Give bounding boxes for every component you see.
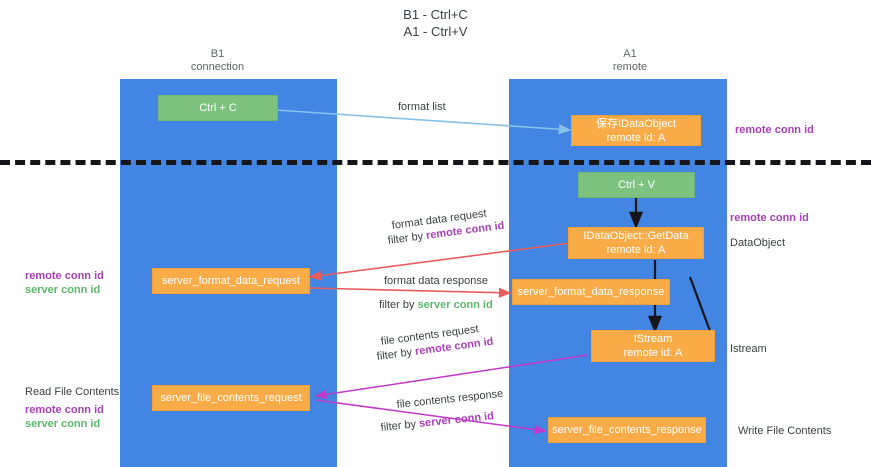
node-istream-line1: IStream — [633, 333, 673, 345]
node-ctrl-v[interactable]: Ctrl + V — [578, 172, 695, 198]
edge-format-data-response — [309, 287, 512, 298]
annotation-right-write-file-contents: Write File Contents — [738, 425, 832, 437]
node-getdata-line2: remote id: A — [606, 244, 666, 256]
node-save-idataobject[interactable]: 保存IDataObject remote id: A — [571, 115, 701, 146]
node-save-idataobject-line2: remote id: A — [606, 131, 666, 144]
annotation-right-dataobject: DataObject — [730, 237, 786, 249]
edge-label-format-list-text: format list — [398, 101, 446, 113]
node-istream[interactable]: IStream remote id: A — [591, 330, 715, 362]
filter-by-text-4: filter by — [380, 417, 420, 434]
node-ctrl-v-label: Ctrl + V — [618, 179, 655, 191]
filter-by-text-3: filter by — [376, 345, 416, 363]
lane-header-a1: A1 remote — [535, 48, 725, 74]
annotation-right-istream: Istream — [730, 343, 767, 355]
annotation-left-remote-conn-id-2: remote conn id — [25, 404, 104, 416]
node-server-file-contents-request[interactable]: server_file_contents_request — [152, 385, 310, 411]
annotation-right-remote-conn-id-top: remote conn id — [735, 124, 814, 136]
server-conn-id-key-1: server conn id — [417, 299, 493, 311]
node-istream-line2: remote id: A — [623, 347, 683, 359]
server-conn-id-key-2: server conn id — [418, 410, 495, 430]
edge-label-file-contents-response: file contents response — [396, 387, 504, 412]
annotation-left-remote-conn-id: remote conn id — [25, 270, 104, 282]
edge-label-format-data-response-filter: filter by server conn id — [379, 298, 493, 312]
node-server-format-data-response[interactable]: server_format_data_response — [512, 279, 670, 305]
filter-by-text-1: filter by — [387, 229, 427, 247]
annotation-left-server-conn-id: server conn id — [25, 284, 101, 296]
title-line-1: B1 - Ctrl+C — [403, 7, 468, 22]
edge-label-format-list: format list — [398, 100, 446, 114]
node-server-format-data-request[interactable]: server_format_data_request — [152, 268, 310, 294]
annotation-left-read-file-contents: Read File Contents — [25, 386, 120, 398]
lane-header-b1-role: connection — [190, 61, 245, 73]
annotation-left-server-conn-id-2: server conn id — [25, 418, 101, 430]
node-server-file-contents-request-label: server_file_contents_request — [160, 392, 302, 404]
node-server-file-contents-response-label: server_file_contents_response — [552, 424, 702, 436]
node-ctrl-c[interactable]: Ctrl + C — [158, 95, 278, 121]
edge-label-file-contents-response-filter: filter by server conn id — [380, 409, 495, 435]
lane-header-b1: B1 connection — [140, 48, 295, 74]
edge-label-format-data-response: format data response — [384, 274, 488, 288]
diagram-title: B1 - Ctrl+C A1 - Ctrl+V — [0, 6, 871, 40]
node-idataobject-getdata[interactable]: IDataObject::GetData remote id: A — [568, 227, 704, 259]
lane-header-a1-role: remote — [612, 61, 648, 73]
section-divider — [0, 160, 871, 165]
annotation-right-remote-conn-id-mid: remote conn id — [730, 212, 809, 224]
edge-label-file-contents-response-text: file contents response — [396, 387, 504, 411]
node-getdata-line1: IDataObject::GetData — [583, 230, 689, 242]
node-server-format-data-response-label: server_format_data_response — [517, 286, 665, 298]
node-server-format-data-request-label: server_format_data_request — [161, 275, 301, 287]
node-ctrl-c-label: Ctrl + C — [199, 102, 237, 114]
lane-header-b1-name: B1 — [210, 48, 225, 60]
filter-by-text-2: filter by — [379, 299, 418, 311]
node-server-file-contents-response[interactable]: server_file_contents_response — [548, 417, 706, 443]
edge-label-format-data-response-text: format data response — [384, 275, 488, 287]
title-line-2: A1 - Ctrl+V — [403, 24, 468, 39]
lane-header-a1-name: A1 — [623, 48, 637, 60]
node-save-idataobject-line1: 保存IDataObject — [595, 117, 677, 130]
